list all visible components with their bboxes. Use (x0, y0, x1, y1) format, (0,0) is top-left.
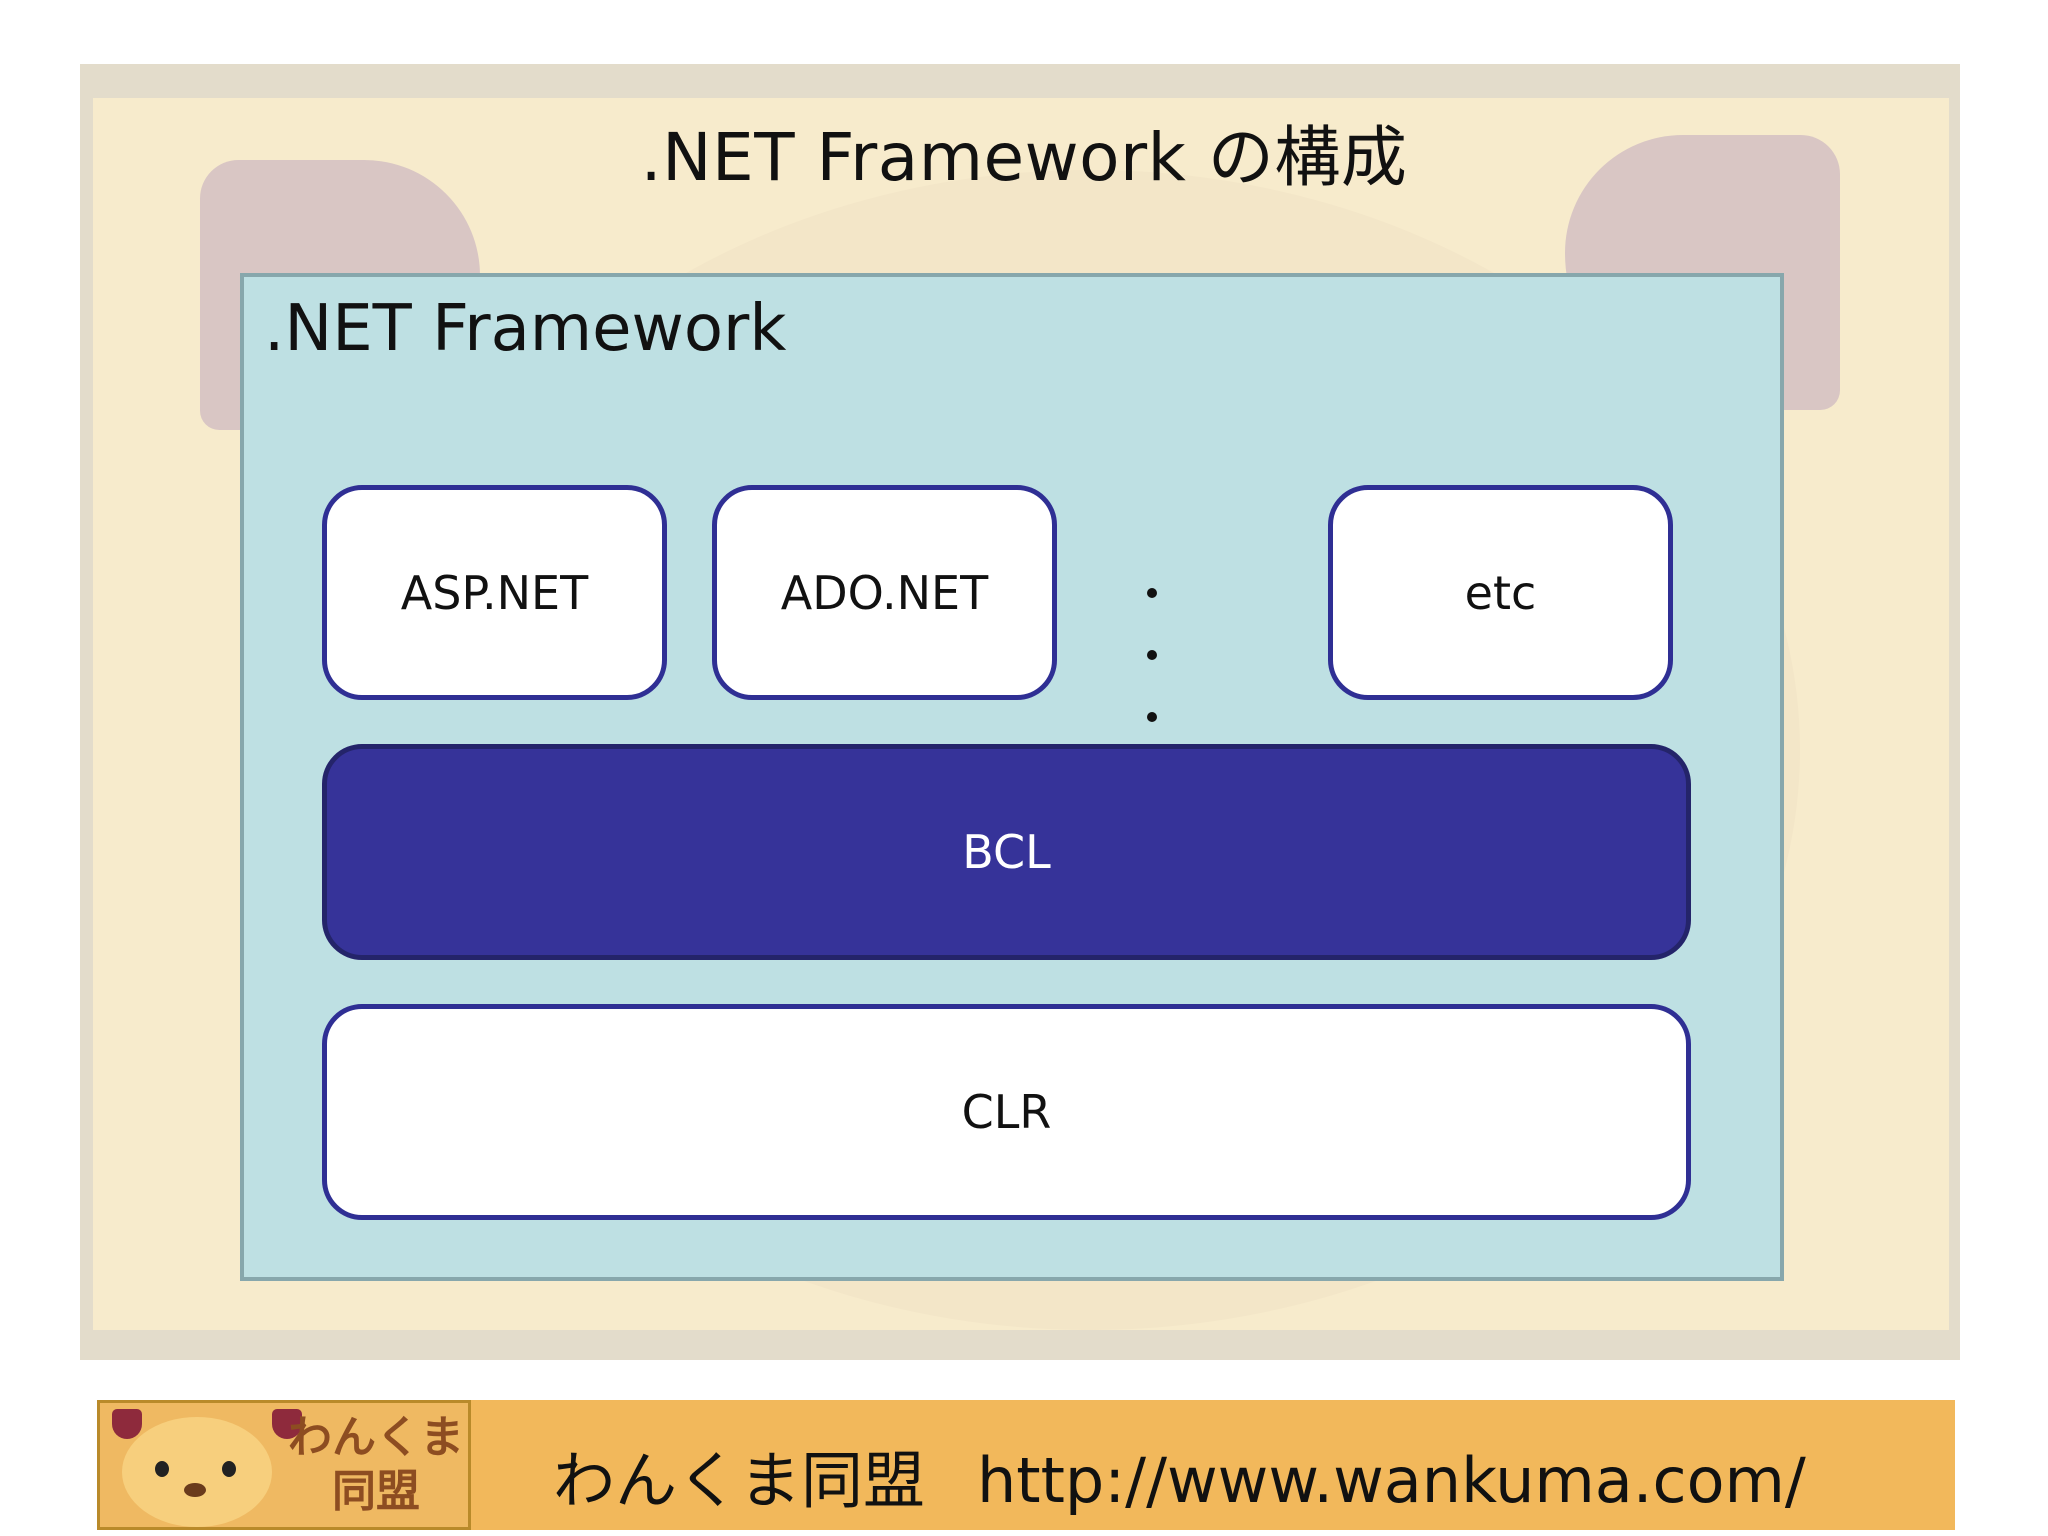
ellipsis-dot-3 (1147, 712, 1157, 722)
component-clr: CLR (322, 1004, 1691, 1220)
component-ado-net: ADO.NET (712, 485, 1057, 700)
wankuma-logo: わんくま 同盟 (97, 1400, 471, 1530)
footer-url[interactable]: http://www.wankuma.com/ (977, 1444, 1806, 1517)
logo-text: わんくま 同盟 (286, 1411, 466, 1519)
component-clr-label: CLR (961, 1085, 1052, 1139)
logo-eye-right (222, 1461, 236, 1477)
logo-ear-left (112, 1409, 142, 1439)
ellipsis-dot-2 (1147, 650, 1157, 660)
logo-text-line2: 同盟 (332, 1466, 420, 1517)
component-asp-net: ASP.NET (322, 485, 667, 700)
component-ado-net-label: ADO.NET (780, 565, 989, 620)
component-etc: etc (1328, 485, 1673, 700)
logo-nose (184, 1483, 206, 1497)
bear-face-icon (122, 1417, 272, 1527)
component-bcl: BCL (322, 744, 1691, 960)
logo-ear-right (272, 1409, 302, 1439)
logo-text-line1: わんくま (288, 1412, 464, 1463)
ellipsis-dot-1 (1147, 588, 1157, 598)
framework-container-label: .NET Framework (264, 292, 787, 366)
footer-site-name: わんくま同盟 (553, 1444, 926, 1517)
component-asp-net-label: ASP.NET (400, 565, 589, 620)
footer-text: わんくま同盟 http://www.wankuma.com/ (553, 1430, 1806, 1520)
logo-eye-left (155, 1461, 169, 1477)
component-etc-label: etc (1464, 565, 1537, 620)
component-bcl-label: BCL (962, 825, 1051, 879)
slide-title: .NET Framework の構成 (640, 119, 1408, 196)
